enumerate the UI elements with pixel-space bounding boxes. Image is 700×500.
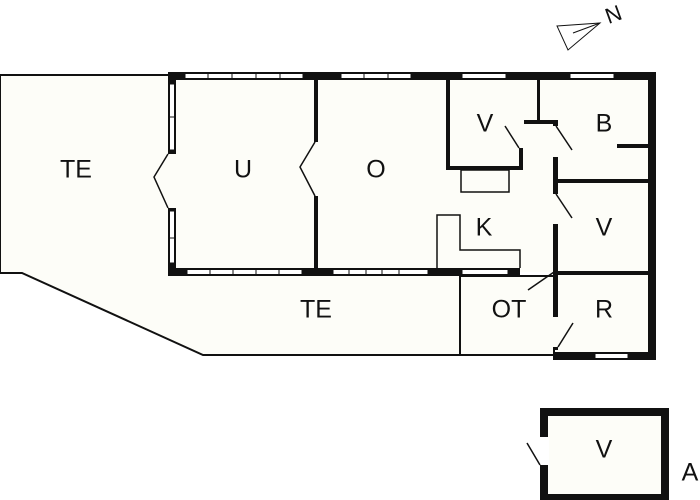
wall-corridor-1 (553, 120, 558, 126)
label-room-ot: OT (492, 296, 527, 324)
label-shed-v: V (596, 436, 613, 464)
wall-v-r (558, 271, 648, 275)
wall-v-b (537, 80, 540, 122)
ot-floor (459, 275, 555, 356)
label-room-u: U (234, 156, 252, 184)
north-label: N (602, 0, 625, 29)
wall-b-v (558, 179, 648, 183)
wall-u-o-lower (314, 196, 318, 268)
shed (540, 408, 669, 500)
label-terrace-south: TE (300, 296, 332, 324)
label-room-k: K (476, 214, 493, 242)
u-o-door (299, 141, 316, 197)
r-door-opening (553, 317, 558, 347)
ot-door (527, 271, 555, 291)
wall-b-stub (617, 144, 648, 148)
wall-hall-top (524, 120, 558, 124)
north-arrow-icon (556, 22, 602, 51)
label-room-v-small: V (477, 110, 494, 138)
west-door (153, 153, 169, 209)
wall-u-o (314, 80, 318, 142)
wall-right (648, 72, 656, 360)
label-outbuilding: A (682, 459, 699, 487)
windows (169, 73, 629, 359)
v-east-door (555, 193, 573, 219)
wall-v-left (446, 80, 450, 170)
kitchen-counter (436, 214, 521, 268)
b-door (555, 125, 573, 151)
label-room-b: B (596, 110, 613, 138)
shed-door-opening (539, 437, 549, 465)
wall-corridor-2 (553, 157, 558, 194)
label-terrace-west: TE (60, 156, 92, 184)
shed-door (526, 442, 541, 466)
west-door-opening (168, 154, 176, 208)
appliance-box (460, 169, 510, 193)
wall-corridor-3 (553, 224, 558, 350)
v-door (504, 125, 520, 149)
house-floor (170, 74, 654, 358)
label-room-r: R (595, 296, 613, 324)
wall-top (168, 72, 656, 80)
r-door (557, 322, 574, 348)
wall-v-bottom (446, 166, 523, 170)
label-room-v-east: V (596, 214, 613, 242)
label-room-o: O (366, 156, 385, 184)
wall-v-right (519, 148, 523, 170)
